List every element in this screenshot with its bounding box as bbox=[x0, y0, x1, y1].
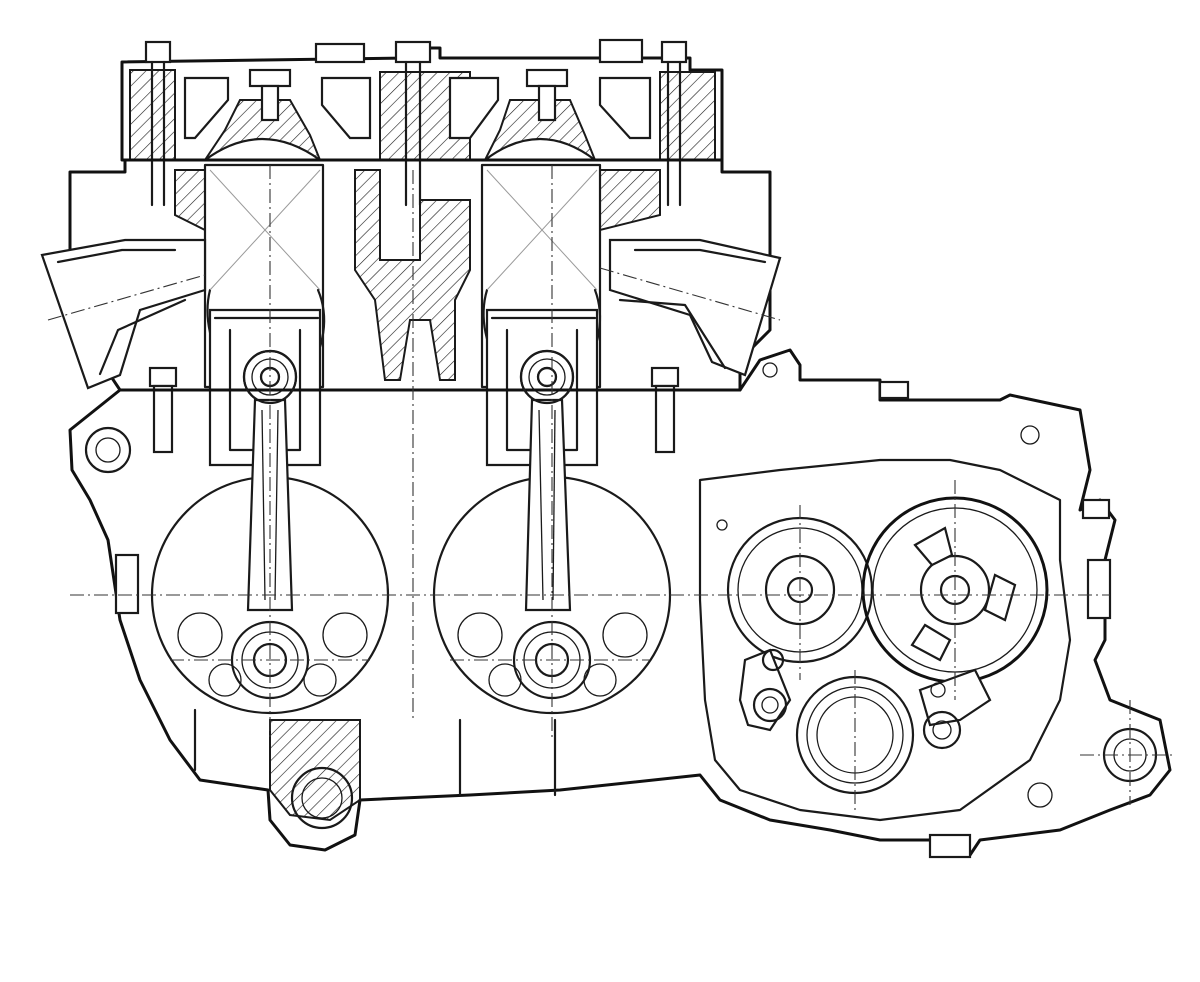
mount-boss bbox=[84, 426, 132, 474]
head-bolt bbox=[394, 40, 432, 64]
exhaust-port-left bbox=[40, 238, 207, 390]
center-lines bbox=[70, 165, 1175, 810]
crankcase bbox=[68, 348, 1172, 859]
spark-plug-1 bbox=[248, 68, 292, 88]
mount-boss bbox=[290, 766, 354, 830]
gear-housing bbox=[698, 458, 1072, 822]
spark-plug-2 bbox=[525, 68, 569, 88]
cylinder-head bbox=[120, 38, 724, 207]
gear-linkage bbox=[738, 648, 992, 750]
head-bolt bbox=[660, 40, 688, 64]
head-bolt bbox=[144, 40, 172, 64]
exhaust-port-right bbox=[599, 238, 782, 377]
